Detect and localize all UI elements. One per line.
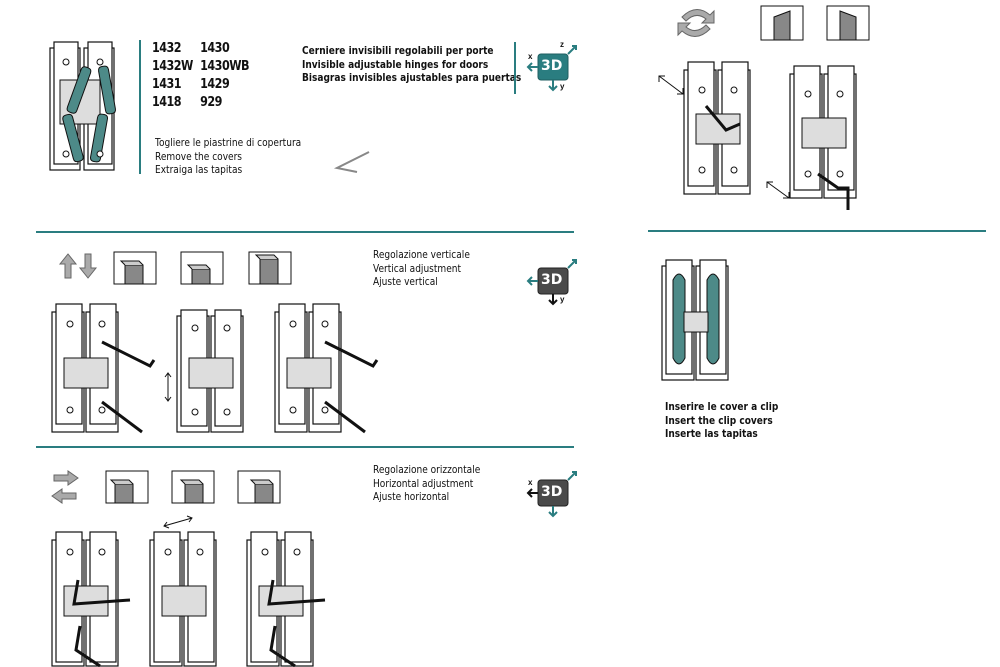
hinge-icon [149, 531, 217, 667]
hinge-with-clip-covers-icon [661, 259, 729, 381]
door-profile-icon [180, 251, 224, 285]
axis-x-label: x [528, 478, 533, 487]
hinge-with-covers-icon [49, 41, 116, 171]
door-profile-icon [237, 470, 281, 504]
3d-badge-label: 3D [541, 484, 563, 500]
section-divider-vertical [139, 40, 141, 174]
door-profile-icon [105, 470, 149, 504]
hinge-icon [51, 303, 156, 434]
title-es: Bisagras invisibles ajustables para puer… [302, 72, 522, 84]
model-code: 1429 [200, 77, 230, 92]
axis-y-label: y [560, 82, 565, 91]
vertical-es: Ajuste vertical [373, 276, 438, 288]
vertical-en: Vertical adjustment [373, 262, 462, 275]
vertical-it: Regolazione verticale [373, 249, 470, 261]
model-code: 1430 [200, 41, 230, 56]
horizontal-arrows-icon [766, 181, 790, 199]
title-it: Cerniere invisibili regolabili per porte [302, 45, 494, 57]
model-code: 1418 [152, 95, 182, 110]
rotate-arrows-icon [677, 9, 715, 37]
insert-covers-text: Inserire le cover a clip Insert the clip… [665, 401, 778, 442]
insert-covers-es: Inserte las tapitas [665, 428, 758, 440]
insert-covers-it: Inserire le cover a clip [665, 401, 779, 413]
model-code: 929 [200, 95, 222, 110]
3d-badge-label: 3D [541, 272, 563, 288]
remove-covers-text: Togliere le piastrine di copertura Remov… [155, 137, 301, 178]
hinge-icon [246, 531, 326, 667]
horizontal-arrows-icon [658, 75, 684, 95]
section-divider [36, 446, 574, 448]
section-divider [36, 231, 574, 233]
hinge-icon [51, 531, 131, 667]
axis-z-label: z [560, 40, 564, 49]
hinge-icon [274, 303, 379, 434]
door-profile-icon [248, 251, 292, 285]
hinge-icon [176, 309, 244, 433]
remove-covers-it: Togliere le piastrine di copertura [155, 137, 302, 149]
3d-badge-icon [526, 45, 577, 92]
horizontal-arrows-icon [163, 515, 193, 529]
model-code: 1431 [152, 77, 182, 92]
hinge-icon [789, 65, 857, 210]
model-code: 1432 [152, 41, 182, 56]
door-profile-icon [171, 470, 215, 504]
insert-covers-en: Insert the clip covers [665, 414, 773, 427]
door-profile-icon [113, 251, 157, 285]
section-divider-vertical [514, 42, 516, 94]
remove-covers-en: Remove the covers [155, 150, 243, 163]
horizontal-es: Ajuste horizontal [373, 491, 450, 503]
model-code: 1430WB [200, 59, 250, 74]
3d-badge-label: 3D [541, 58, 563, 74]
vertical-arrows-icon [164, 372, 172, 402]
door-profile-icon [826, 5, 870, 41]
horizontal-en: Horizontal adjustment [373, 477, 474, 490]
3d-badge-icon [526, 471, 577, 518]
product-title: Cerniere invisibili regolabili per porte… [302, 45, 521, 86]
section-divider [648, 230, 986, 232]
vertical-adjustment-text: Regolazione verticale Vertical adjustmen… [373, 249, 470, 290]
model-list: 1432 1430 1432W 1430WB 1431 1429 1418 92… [152, 40, 255, 111]
horizontal-it: Regolazione orizzontale [373, 464, 481, 476]
vertical-arrows-icon [58, 253, 98, 279]
remove-covers-es: Extraiga las tapitas [155, 164, 243, 176]
hinge-icon [683, 61, 751, 195]
title-en: Invisible adjustable hinges for doors [302, 58, 489, 71]
axis-y-label: y [560, 295, 565, 304]
door-profile-icon [760, 5, 804, 41]
model-code: 1432W [152, 59, 193, 74]
3d-badge-icon [526, 259, 577, 306]
horizontal-adjustment-text: Regolazione orizzontale Horizontal adjus… [373, 464, 480, 505]
hex-key-icon [333, 151, 370, 173]
axis-x-label: x [528, 52, 533, 61]
horizontal-arrows-icon [51, 470, 79, 504]
